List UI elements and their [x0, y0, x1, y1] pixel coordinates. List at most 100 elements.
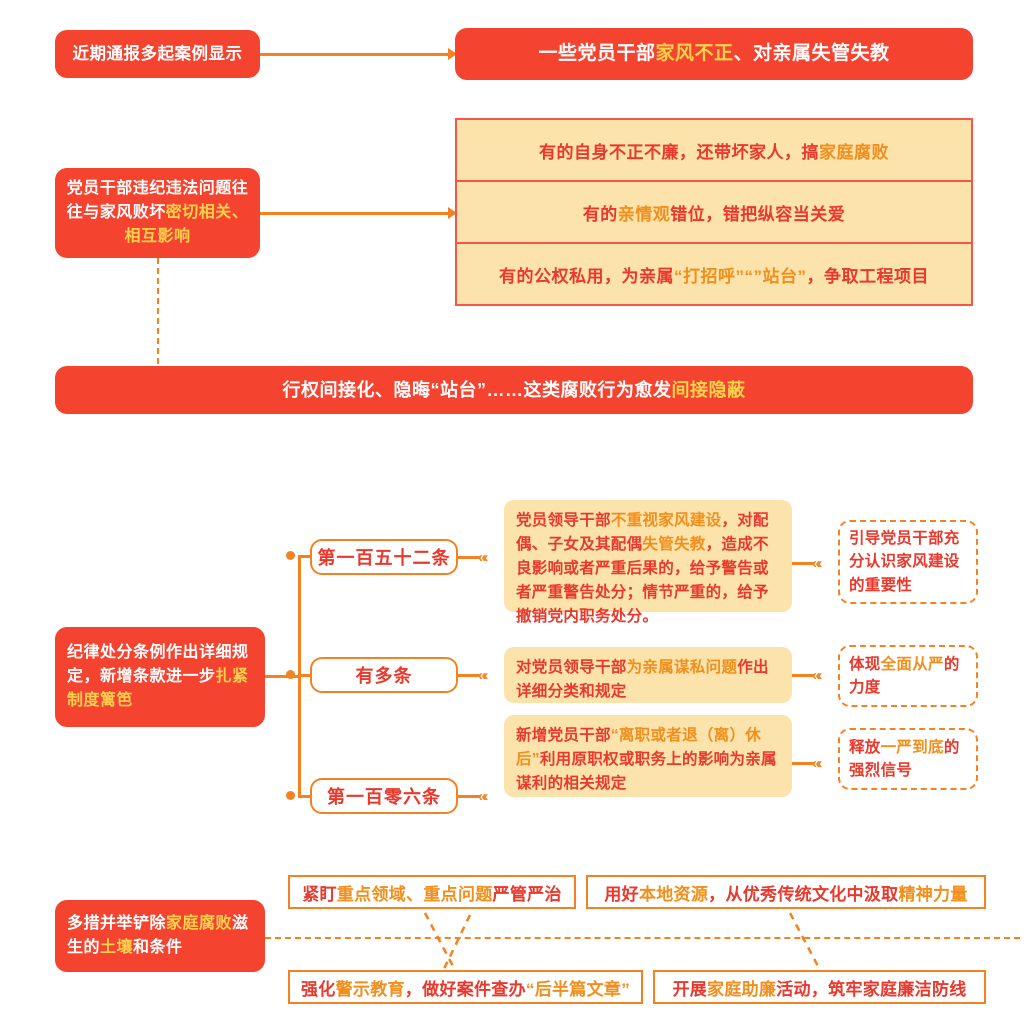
section3-detail-3-highlight: “离职或者退（离）休后”	[516, 727, 762, 769]
section2-arrow-head	[448, 207, 457, 219]
section4-measure-1-highlight: 重点领域、重点问题	[336, 884, 493, 904]
section3-detail-2-part3: 作出详细分类和规定	[516, 659, 769, 701]
section3-detail-3-connector	[792, 762, 814, 765]
section4-measure-3: 强化警示教育，做好案件查办“后半篇文章”	[288, 970, 643, 1004]
section1-source-box: 近期通报多起案例显示	[55, 30, 260, 78]
section3-detail-1-connector	[792, 562, 814, 565]
section4-diagonal-connectors	[423, 912, 822, 974]
section3-detail-1: 党员领导干部不重视家风建设，对配偶、子女及其配偶失管失教，造成不良影响或者严重后…	[504, 500, 792, 625]
section4-measure-2-part3: ，从优秀传统文化中汲取	[708, 884, 899, 904]
section3-detail-1-part1: 党员领导干部	[516, 512, 611, 529]
section3-pill-3[interactable]: 第一百零六条	[310, 778, 458, 814]
section3-detail-1-highlight1: 不重视家风建设	[610, 512, 722, 529]
section2-bottom-banner: 行权间接化、隐晦“站台”……这类腐败行为愈发间接隐蔽	[55, 366, 973, 414]
section4-measure-1: 紧盯重点领域、重点问题严管严治	[288, 875, 576, 909]
section3-detail-2-highlight: 为亲属谋私问题	[626, 659, 738, 676]
section2-row1-highlight: 家庭腐败	[819, 142, 889, 162]
section4-left-highlight2: 土壤	[100, 939, 134, 956]
section3-detail-2-chevron-icon: «‹	[812, 667, 822, 684]
section4-measure-4: 开展家庭助廉活动，筑牢家庭廉洁防线	[653, 970, 986, 1004]
section2-row2-part1: 有的	[582, 204, 618, 224]
section4-left-highlight1: 家庭腐败	[166, 915, 233, 932]
section4-measure-2-highlight1: 本地资源	[638, 884, 709, 904]
section4-measure-4-part3: 活动，筑牢家庭廉洁防线	[776, 979, 967, 999]
section4-measure-1-part1: 紧盯	[302, 884, 337, 904]
section4-left-part5: 和条件	[133, 939, 183, 956]
section2-row2-highlight: 亲情观	[617, 204, 671, 224]
section3-outcome-3-highlight: 一严到底	[880, 738, 944, 756]
section4-measure-2-highlight2: 精神力量	[898, 884, 968, 904]
section1-arrow-head	[448, 48, 457, 60]
section4-measure-3-part1: 强化	[300, 979, 336, 999]
section3-pill-1-connector	[458, 556, 480, 559]
section3-left-highlight: 扎紧制度篱笆	[67, 668, 249, 709]
table-row: 有的亲情观错位，错把纵容当关爱	[457, 182, 971, 244]
section3-detail-1-part3: ，对配偶、子女及其配偶	[516, 512, 769, 554]
section3-outcome-1-label: 引导党员干部充分认识家风建设的重要性	[849, 530, 960, 594]
section4-measure-2-part1: 用好	[604, 884, 639, 904]
section3-pill-2-connector	[458, 674, 480, 677]
section3-branch-dot-top	[286, 551, 295, 560]
section3-detail-2-part1: 对党员领导干部	[516, 659, 627, 676]
section4-measure-3-highlight1: 警示教育	[335, 979, 405, 999]
section3-detail-3-part3: 利用原职权或职务上的影响为亲属谋利的相关规定	[516, 751, 777, 793]
section3-outcome-3-part1: 释放	[849, 738, 881, 756]
section2-connector-line	[260, 212, 452, 215]
table-row: 有的自身不正不廉，还带坏家人，搞家庭腐败	[457, 120, 971, 182]
section3-outcome-2-part3: 的力度	[849, 655, 960, 696]
section4-measure-2: 用好本地资源，从优秀传统文化中汲取精神力量	[586, 875, 986, 909]
section3-outcome-2-part1: 体现	[849, 655, 881, 673]
section3-branch-dot-mid	[286, 670, 295, 679]
section4-left-part1: 多措并举铲除	[67, 915, 167, 932]
section2-table: 有的自身不正不廉，还带坏家人，搞家庭腐败 有的亲情观错位，错把纵容当关爱 有的公…	[455, 118, 973, 306]
section4-left-box: 多措并举铲除家庭腐败滋生的土壤和条件	[55, 900, 265, 972]
section4-left-part3: 滋生的	[67, 915, 249, 956]
section3-detail-1-chevron-icon: «‹	[812, 555, 822, 572]
section3-pill-2[interactable]: 有多条	[310, 657, 458, 693]
section3-pill-1-label: 第一百五十二条	[317, 548, 451, 568]
section3-pill-3-connector	[458, 795, 480, 798]
section3-trunk-line	[265, 675, 300, 678]
section2-left-box: 党员干部违纪违法问题往往与家风败坏密切相关、相互影响	[55, 168, 260, 258]
section4-measure-4-highlight: 家庭助廉	[707, 979, 777, 999]
section3-outcome-2-highlight: 全面从严	[880, 655, 944, 673]
section4-dashed-spine	[265, 937, 1020, 939]
section4-measure-4-part1: 开展	[672, 979, 708, 999]
section3-detail-3: 新增党员干部“离职或者退（离）休后”利用原职权或职务上的影响为亲属谋利的相关规定	[504, 715, 792, 797]
section4-measure-3-part3: ，做好案件查办	[404, 979, 526, 999]
section3-detail-3-part1: 新增党员干部	[516, 727, 611, 744]
section3-pill-1[interactable]: 第一百五十二条	[310, 539, 458, 575]
section2-row1-part1: 有的自身不正不廉，还带坏家人，搞	[539, 142, 819, 162]
section3-detail-2-connector	[792, 674, 814, 677]
section2-bottom-part1: 行权间接化、隐晦“站台”……这类腐败行为愈发	[282, 379, 672, 400]
section3-outcome-3-part3: 的强烈信号	[849, 738, 960, 779]
section2-row3-part1: 有的公权私用，为亲属	[499, 266, 674, 286]
section3-pill-1-chevron-icon: «‹	[478, 549, 488, 566]
section4-measure-3-highlight2: “后半篇文章”	[525, 979, 631, 999]
section2-left-part1: 党员干部违纪违法问题	[66, 180, 232, 197]
section3-detail-3-chevron-icon: «‹	[812, 755, 822, 772]
section3-pill-2-chevron-icon: «‹	[478, 667, 488, 684]
section2-row3-highlight: “打招呼”“”站台”	[674, 266, 807, 286]
section2-row3-part3: ，争取工程项目	[806, 266, 929, 286]
section2-left-highlight: 密切相关、相互影响	[124, 204, 249, 245]
section3-detail-1-highlight2: 失管失教	[642, 536, 706, 554]
section2-bottom-highlight: 间接隐蔽	[671, 379, 746, 400]
section3-outcome-1: 引导党员干部充分认识家风建设的重要性	[838, 520, 978, 604]
section1-connector-line	[260, 53, 452, 56]
section3-pill-3-chevron-icon: «‹	[478, 788, 488, 805]
table-row: 有的公权私用，为亲属“打招呼”“”站台”，争取工程项目	[457, 244, 971, 304]
section3-detail-2: 对党员领导干部为亲属谋私问题作出详细分类和规定	[504, 647, 792, 703]
section1-banner-highlight: 家风不正	[655, 42, 734, 64]
section1-banner-part1: 一些党员干部	[538, 42, 656, 64]
section3-outcome-2: 体现全面从严的力度	[838, 645, 978, 707]
section2-dashed-connector	[157, 258, 159, 364]
section2-row2-part3: 错位，错把纵容当关爱	[670, 204, 846, 224]
section1-source-label: 近期通报多起案例显示	[72, 44, 243, 63]
section3-pill-3-label: 第一百零六条	[327, 787, 441, 807]
section3-outcome-3: 释放一严到底的强烈信号	[838, 728, 978, 790]
section1-banner-part3: 、对亲属失管失教	[733, 42, 890, 64]
section3-left-box: 纪律处分条例作出详细规定，新增条款进一步扎紧制度篱笆	[55, 627, 265, 727]
section4-measure-1-part3: 严管严治	[492, 884, 562, 904]
